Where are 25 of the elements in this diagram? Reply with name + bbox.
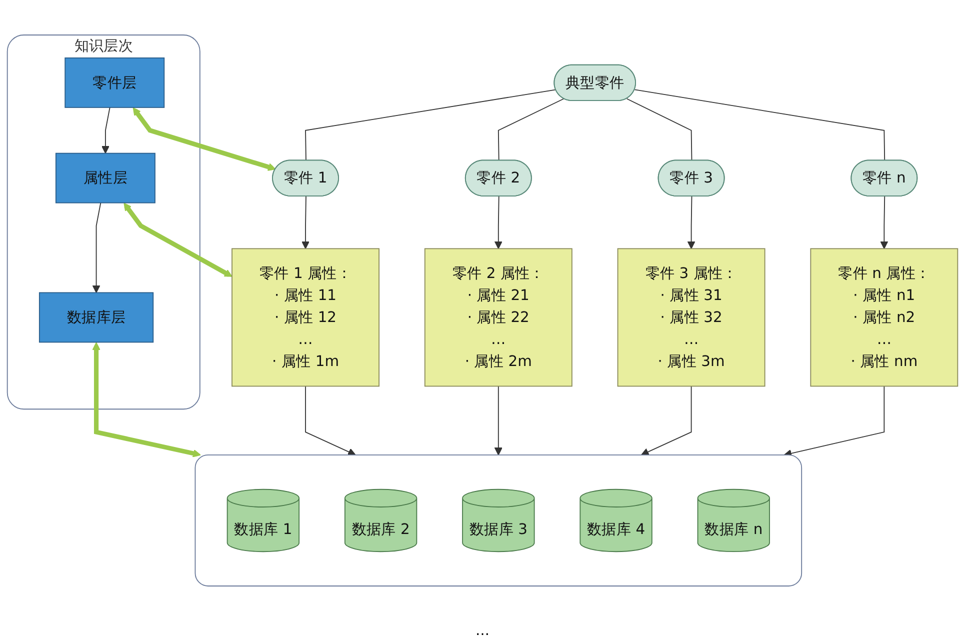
arrow <box>124 202 232 277</box>
connector <box>626 98 692 162</box>
arrow <box>687 196 696 250</box>
node-box: 零件 2 属性： · 属性 21 · 属性 22 … · 属性 2m <box>424 248 572 387</box>
node-box: 零件 3 属性： · 属性 31 · 属性 32 … · 属性 3m <box>617 248 766 387</box>
connector <box>498 98 564 162</box>
arrow <box>101 107 110 154</box>
node-box: 数据库层 <box>38 292 154 343</box>
connector <box>305 89 556 162</box>
arrow <box>494 196 502 250</box>
node-box: 属性层 <box>55 152 156 204</box>
node-box: 零件 n 属性： · 属性 n1 · 属性 n2 … · 属性 nm <box>810 248 958 387</box>
arrow <box>92 342 201 458</box>
arrow <box>640 386 692 456</box>
note-text: … <box>476 623 490 639</box>
connector <box>634 89 886 162</box>
node-box: 零件 1 属性： · 属性 11 · 属性 12 … · 属性 1m <box>232 248 380 387</box>
arrow <box>880 196 888 250</box>
arrow <box>132 107 276 171</box>
arrow <box>301 196 310 250</box>
arrow <box>305 386 356 456</box>
cluster <box>194 454 802 586</box>
arrow <box>494 386 502 456</box>
arrow <box>92 202 102 294</box>
node-box: 零件层 <box>64 57 165 108</box>
